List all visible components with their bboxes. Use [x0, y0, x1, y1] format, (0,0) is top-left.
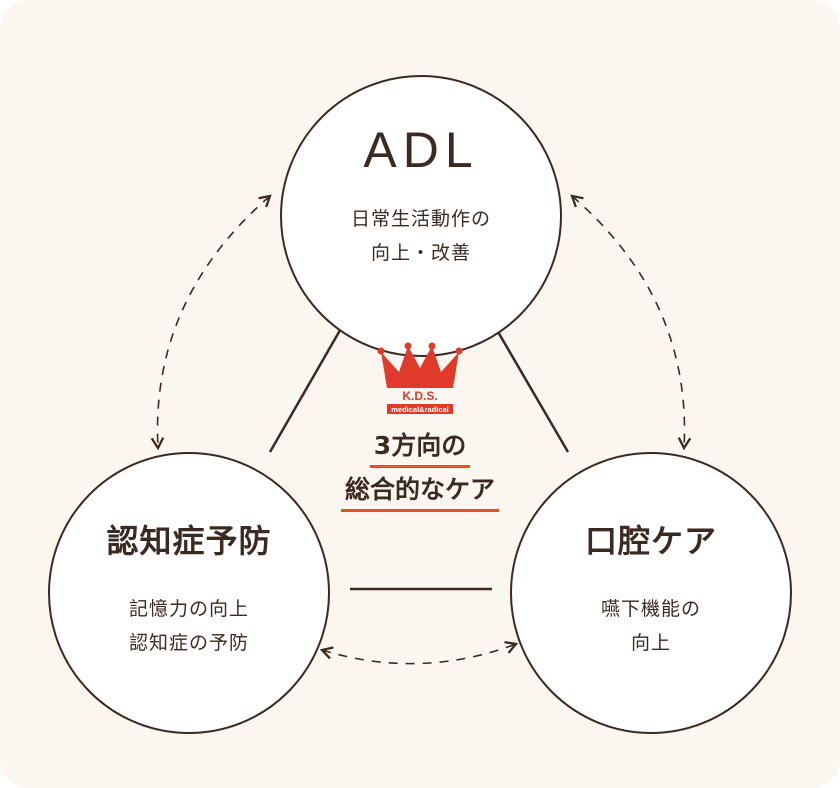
node-adl-line1: 日常生活動作の [350, 208, 491, 230]
node-adl-title: ADL [363, 122, 479, 178]
center-title-line1: 3方向の [300, 426, 540, 468]
node-adl-description: 日常生活動作の 向上・改善 [282, 202, 560, 270]
node-oral-care-description: 嚥下機能の 向上 [512, 592, 790, 660]
node-oral-care-line2: 向上 [630, 632, 671, 654]
dashed-arrow-top-left [150, 194, 272, 451]
logo-text-sub: medical&radical [391, 405, 449, 414]
node-adl-line2: 向上・改善 [370, 242, 471, 264]
crown-icon [381, 346, 459, 388]
node-adl: ADL 日常生活動作の 向上・改善 [280, 75, 562, 357]
node-oral-care-line1: 嚥下機能の [600, 598, 701, 620]
logo-text-main: K.D.S. [402, 389, 437, 403]
solid-line-top-right [492, 324, 570, 453]
kds-crown-logo: K.D.S. medical&radical [377, 342, 463, 414]
center-title-line2: 総合的なケア [300, 470, 540, 512]
solid-line-top-left [268, 324, 345, 453]
node-oral-care-title: 口腔ケア [584, 522, 717, 560]
node-dementia-prevention: 認知症予防 記憶力の向上 認知症の予防 [48, 452, 330, 734]
node-dementia-title: 認知症予防 [106, 522, 272, 560]
node-oral-care: 口腔ケア 嚥下機能の 向上 [510, 452, 792, 734]
node-dementia-line1: 記憶力の向上 [128, 598, 249, 620]
dashed-arrow-top-right [570, 194, 692, 451]
node-dementia-description: 記憶力の向上 認知症の予防 [50, 592, 328, 660]
dashed-arrow-left-right [319, 641, 519, 665]
node-dementia-line2: 認知症の予防 [128, 632, 249, 654]
